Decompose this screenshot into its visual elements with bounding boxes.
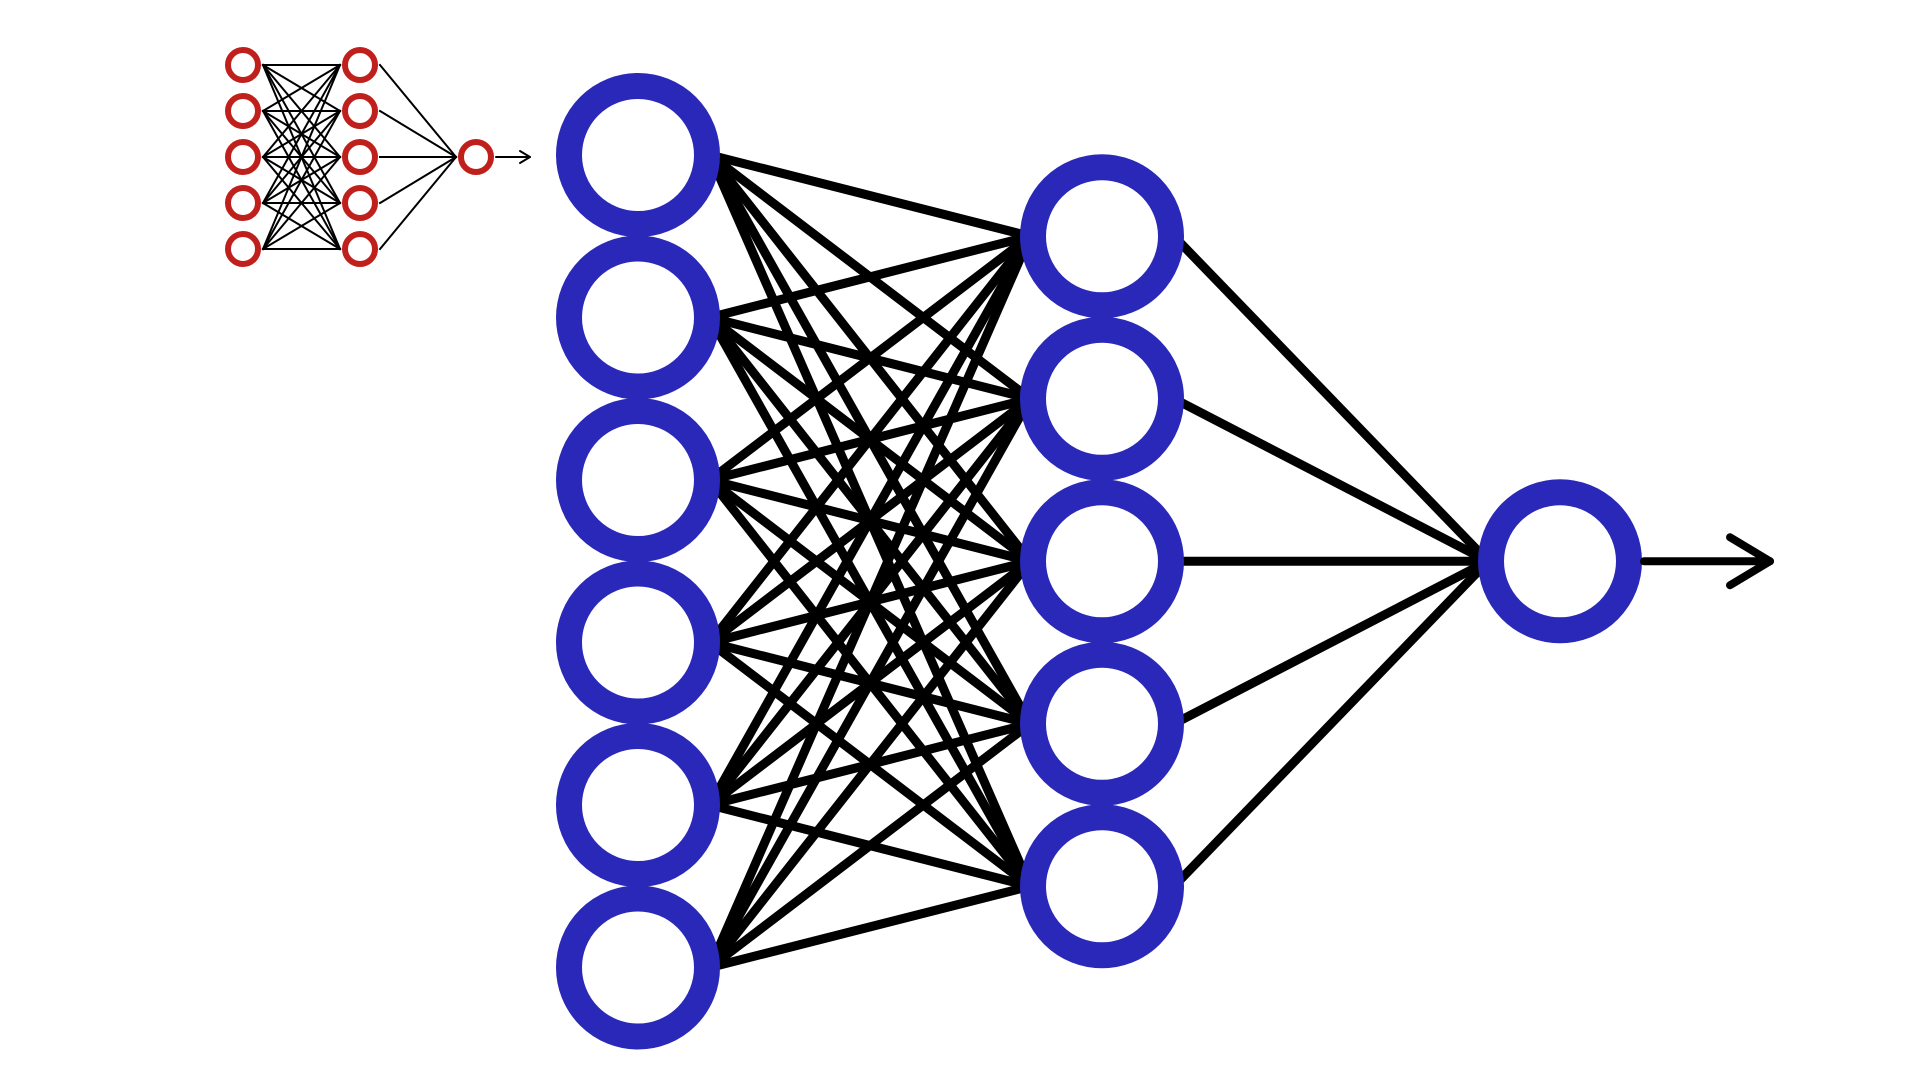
small-node-l1-4 (342, 231, 378, 267)
small-node-l1-2 (342, 139, 378, 175)
large-edge-l1-1-to-0 (1167, 392, 1495, 568)
small-node-l0-3 (225, 185, 261, 221)
small-edge-l0-3-to-0 (261, 63, 342, 205)
small-node-l1-0 (342, 47, 378, 83)
large-edge-l1-3-to-0 (1167, 555, 1495, 730)
arrows-layer (495, 150, 1774, 590)
large-node-l1-2 (1020, 479, 1184, 644)
large-edge-l0-5-to-1 (703, 392, 1037, 974)
large-edge-l1-4-to-0 (1167, 554, 1495, 893)
small-edge-l1-3-to-0 (378, 155, 458, 205)
large-edge-l0-5-to-2 (703, 554, 1037, 974)
large-node-l0-5 (556, 885, 720, 1050)
large-node-l1-0 (1020, 154, 1184, 319)
large-edge-l0-2-to-0 (703, 229, 1037, 487)
large-node-l2-0 (1478, 479, 1642, 644)
small-node-l0-0 (225, 47, 261, 83)
large-node-l0-2 (556, 398, 720, 562)
small-edge-l0-4-to-1 (261, 109, 342, 251)
small-edge-l0-2-to-0 (261, 63, 342, 159)
small-network-nodes (225, 47, 494, 267)
small-node-l1-1 (342, 93, 378, 129)
large-edge-l0-5-to-0 (704, 230, 1036, 974)
small-edge-l0-4-to-2 (261, 155, 342, 251)
large-edge-l0-3-to-0 (703, 229, 1037, 649)
large-edge-l0-0-to-0 (704, 149, 1036, 242)
large-edge-l0-5-to-3 (703, 717, 1037, 974)
large-node-l0-0 (556, 73, 720, 237)
nodes-layer (225, 47, 1642, 1050)
small-output-arrow-head (519, 150, 531, 164)
small-node-l0-1 (225, 93, 261, 129)
small-edge-l1-0-to-0 (378, 63, 458, 159)
large-node-l1-3 (1020, 641, 1184, 806)
large-edge-l0-5-to-4 (704, 880, 1036, 973)
small-edge-l1-1-to-0 (378, 109, 458, 159)
large-network-edges (703, 148, 1495, 974)
large-node-l1-4 (1020, 804, 1184, 969)
small-node-l1-3 (342, 185, 378, 221)
small-node-l0-2 (225, 139, 261, 175)
small-output-arrow (495, 150, 531, 164)
small-node-l2-0 (458, 139, 494, 175)
small-network-edges (261, 63, 458, 251)
small-edge-l0-1-to-0 (261, 63, 342, 113)
small-edge-l1-4-to-0 (378, 155, 458, 251)
large-node-l0-1 (556, 235, 720, 400)
large-output-arrow (1640, 533, 1774, 590)
small-node-l0-4 (225, 231, 261, 267)
large-node-l0-3 (556, 560, 720, 725)
large-output-arrow-head (1726, 533, 1774, 590)
large-network-nodes (556, 73, 1642, 1050)
small-edge-l0-4-to-3 (261, 201, 342, 251)
large-edge-l0-4-to-0 (703, 230, 1037, 812)
large-edge-l0-1-to-0 (704, 230, 1036, 323)
large-node-l1-1 (1020, 316, 1184, 481)
large-node-l0-4 (556, 723, 720, 887)
small-edge-l0-4-to-0 (261, 63, 342, 251)
edges-layer (261, 63, 1495, 974)
large-edge-l1-0-to-0 (1167, 229, 1495, 568)
